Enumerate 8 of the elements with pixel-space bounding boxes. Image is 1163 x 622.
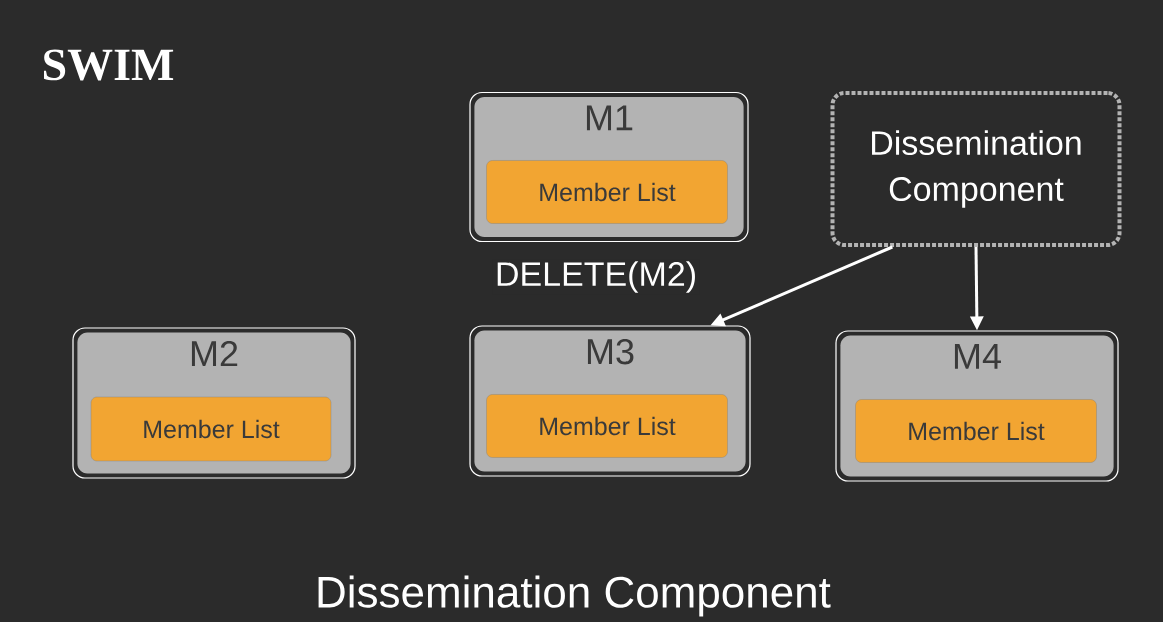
- slide-title: SWIM: [44, 49, 174, 81]
- member-list-box: Member List: [855, 399, 1097, 463]
- member-list-box: Member List: [486, 160, 728, 224]
- edge-label: DELETE(M2): [492, 259, 700, 295]
- member-list-box: Member List: [486, 394, 728, 458]
- component-box: Dissemination Component: [830, 91, 1122, 247]
- caption: Dissemination Component: [318, 575, 831, 617]
- member-list-box: Member List: [90, 396, 332, 462]
